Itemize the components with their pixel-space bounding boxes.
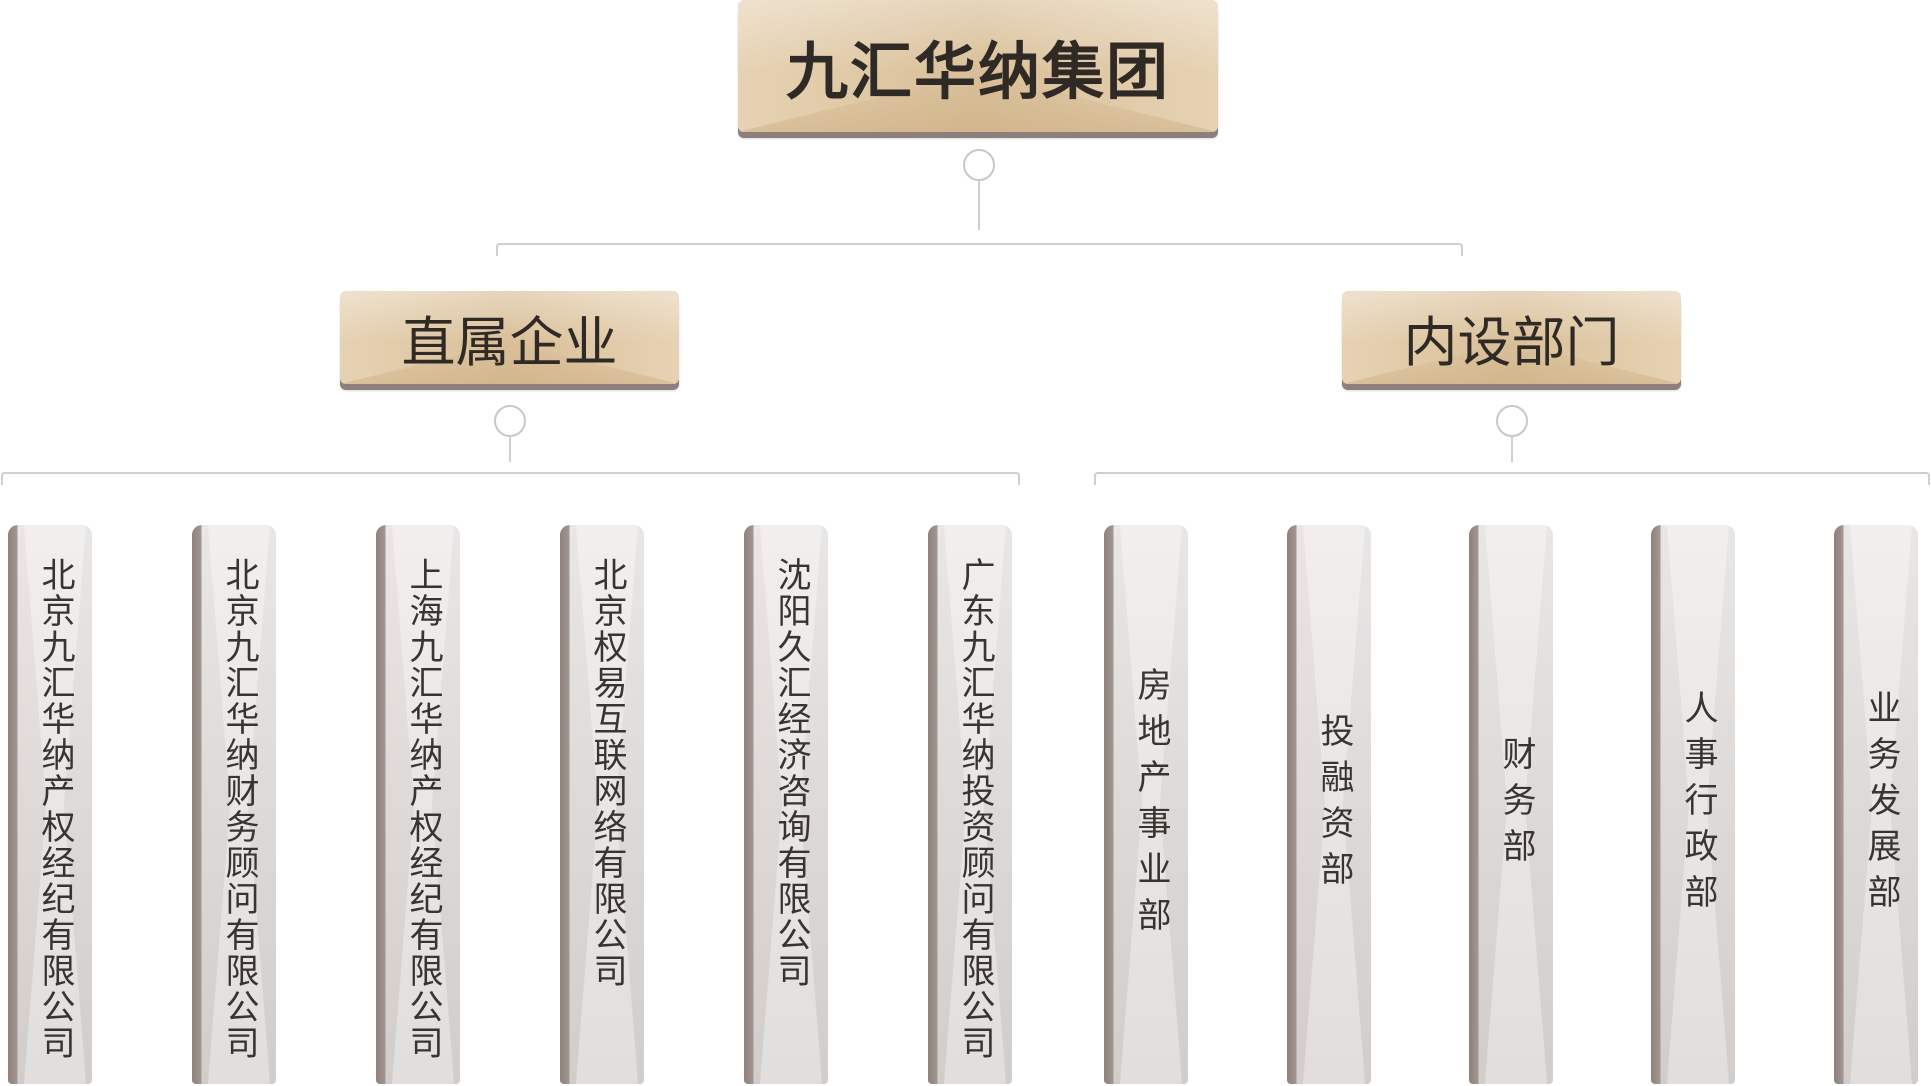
department-name: 人事行政部 bbox=[1678, 689, 1718, 920]
root-title: 九汇华纳集团 bbox=[785, 35, 1170, 108]
subsidiary-name: 广东九汇华纳投资顾问有限公司 bbox=[955, 557, 995, 1061]
right-connector-node bbox=[1496, 405, 1528, 437]
subsidiary-node: 广东九汇华纳投资顾问有限公司 bbox=[928, 525, 1012, 1084]
subsidiary-name: 沈阳久汇经济咨询有限公司 bbox=[771, 557, 811, 989]
department-node: 人事行政部 bbox=[1651, 525, 1735, 1084]
department-node: 投融资部 bbox=[1287, 525, 1371, 1084]
subsidiary-node: 沈阳久汇经济咨询有限公司 bbox=[744, 525, 828, 1084]
root-branch-bracket bbox=[496, 243, 1463, 256]
left-connector-node bbox=[494, 405, 526, 437]
department-name: 房地产事业部 bbox=[1131, 666, 1171, 943]
subsidiary-node: 北京九汇华纳财务顾问有限公司 bbox=[192, 525, 276, 1084]
subsidiary-name: 上海九汇华纳产权经纪有限公司 bbox=[403, 557, 443, 1061]
department-node: 财务部 bbox=[1469, 525, 1553, 1084]
branch-title: 直属企业 bbox=[401, 311, 618, 374]
department-node: 业务发展部 bbox=[1834, 525, 1918, 1084]
root-connector-node bbox=[963, 149, 995, 181]
subsidiary-name: 北京九汇华纳产权经纪有限公司 bbox=[35, 557, 75, 1061]
subsidiary-node: 北京权易互联网络有限公司 bbox=[560, 525, 644, 1084]
subsidiary-node: 北京九汇华纳产权经纪有限公司 bbox=[8, 525, 92, 1084]
department-node: 房地产事业部 bbox=[1104, 525, 1188, 1084]
branch-title: 内设部门 bbox=[1403, 311, 1620, 374]
root-node: 九汇华纳集团 bbox=[738, 0, 1218, 132]
right-branch-bracket bbox=[1094, 472, 1930, 485]
subsidiary-name: 北京九汇华纳财务顾问有限公司 bbox=[219, 557, 259, 1061]
department-name: 财务部 bbox=[1496, 735, 1536, 874]
department-name: 业务发展部 bbox=[1861, 689, 1901, 920]
subsidiary-name: 北京权易互联网络有限公司 bbox=[587, 557, 627, 989]
subsidiary-node: 上海九汇华纳产权经纪有限公司 bbox=[376, 525, 460, 1084]
branch-node-internal-departments: 内设部门 bbox=[1342, 291, 1681, 384]
branch-node-direct-enterprises: 直属企业 bbox=[340, 291, 679, 384]
department-name: 投融资部 bbox=[1314, 712, 1354, 897]
left-branch-bracket bbox=[1, 472, 1020, 485]
